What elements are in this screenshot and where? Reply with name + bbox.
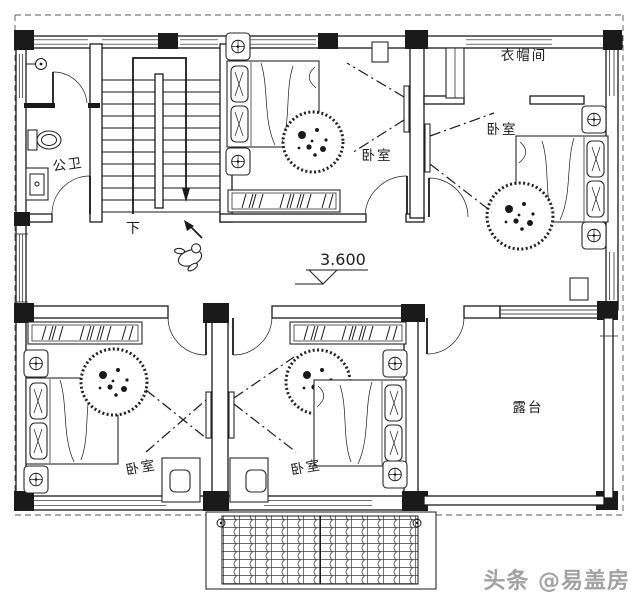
- room-label-bedroom-bl: 卧室: [124, 456, 157, 477]
- round-rug-icon: [485, 181, 555, 251]
- tv-icon: [205, 391, 212, 439]
- nightstand-icon: [383, 461, 407, 488]
- dresser-icon: [569, 277, 589, 301]
- door-swing: [52, 71, 88, 104]
- room-bedroom-right: 卧室: [424, 106, 609, 301]
- terrace-railing-bottom: [423, 495, 605, 506]
- bed-icon: [313, 379, 407, 467]
- room-bedroom-top: 卧室: [226, 33, 410, 215]
- room-label-bathroom: 公卫: [52, 155, 85, 174]
- stair-exit-arrowhead: [184, 220, 194, 231]
- canopy-roof: [205, 511, 437, 590]
- stair-direction-line: [132, 57, 187, 214]
- toilet-icon: [27, 129, 62, 151]
- tv-sightlines: [346, 62, 405, 154]
- washbasin-icon: [25, 167, 49, 201]
- cabinet-icon: [371, 41, 389, 63]
- elevation-marker: 3.600: [295, 250, 368, 285]
- wardrobe-icon: [289, 321, 407, 345]
- stair-rail: [154, 73, 164, 209]
- windows: [14, 39, 615, 506]
- nightstand-icon: [226, 148, 250, 175]
- terrace-railing-right: [603, 317, 614, 499]
- tv-sightlines: [145, 389, 207, 453]
- nightstand-icon: [383, 350, 407, 377]
- interior-walls: [15, 35, 599, 499]
- terrace: 露台: [423, 317, 618, 506]
- round-rug-icon: [79, 347, 149, 417]
- structural-columns: [14, 30, 622, 511]
- room-bathroom: 公卫: [25, 58, 91, 215]
- staircase: 下: [102, 57, 220, 239]
- person-figure-icon: [174, 243, 203, 272]
- wardrobe-icon: [27, 321, 143, 345]
- room-bedroom-bottom-middle: 卧室: [228, 317, 407, 503]
- nightstand-icon: [582, 222, 606, 249]
- door-swing: [167, 317, 207, 356]
- door-swing: [232, 317, 273, 356]
- tv-sightlines: [429, 112, 495, 213]
- chair-icon: [169, 469, 191, 493]
- room-cloakroom: 衣帽间: [445, 47, 548, 99]
- tv-icon: [403, 85, 410, 133]
- elevation-value: 3.600: [320, 250, 366, 269]
- watermark-text: 头条 @易盖房: [483, 568, 630, 594]
- wardrobe-icon: [227, 189, 341, 213]
- door-swing: [364, 175, 408, 215]
- room-label-terrace: 露台: [513, 400, 544, 415]
- chair-icon: [245, 469, 267, 493]
- tv-icon: [228, 391, 235, 439]
- room-label-cloakroom: 衣帽间: [501, 48, 548, 63]
- room-bedroom-bottom-left: 卧室: [24, 317, 212, 503]
- door-swing: [51, 175, 91, 215]
- door-swing: [428, 177, 469, 218]
- nightstand-icon: [582, 106, 606, 133]
- wall-lamp-icon: [26, 58, 47, 70]
- roof-eave-dashed-outline: [14, 14, 624, 516]
- room-label-bedroom-top: 卧室: [362, 147, 393, 163]
- tv-icon: [424, 123, 431, 173]
- hallway: 3.600: [174, 243, 368, 285]
- stair-down-label: 下: [126, 220, 140, 236]
- door-swing: [426, 317, 465, 355]
- stair-down-arrowhead: [182, 188, 190, 202]
- round-rug-icon: [281, 110, 345, 174]
- room-label-bedroom-right: 卧室: [487, 121, 518, 137]
- nightstand-icon: [226, 33, 250, 60]
- nightstand-icon: [24, 350, 48, 377]
- tv-sightlines: [233, 356, 297, 453]
- room-label-bedroom-bm: 卧室: [289, 456, 322, 477]
- nightstand-icon: [24, 466, 48, 493]
